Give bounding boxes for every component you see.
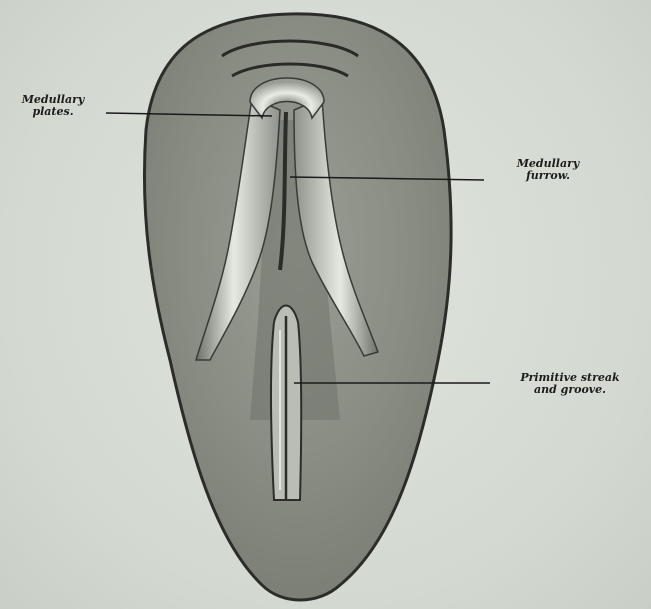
- label-medullary-furrow-line2: furrow.: [483, 170, 613, 182]
- label-primitive-streak-line2: and groove.: [490, 384, 650, 396]
- label-medullary-furrow: Medullary furrow.: [483, 158, 613, 182]
- label-medullary-plates: Medullary plates.: [6, 94, 100, 118]
- label-primitive-streak: Primitive streak and groove.: [490, 372, 650, 396]
- label-medullary-plates-line2: plates.: [6, 106, 100, 118]
